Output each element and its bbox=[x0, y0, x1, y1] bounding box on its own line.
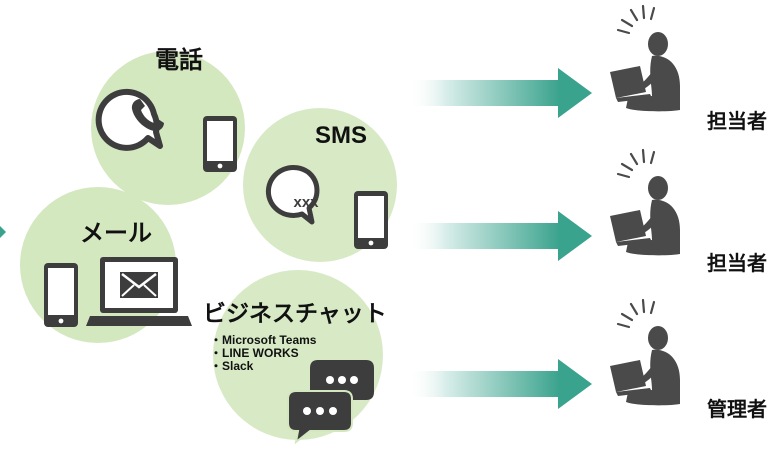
phone-smartphone-icon bbox=[203, 116, 237, 172]
phone-label: 電話 bbox=[155, 46, 203, 74]
person-3-icon bbox=[608, 298, 682, 407]
person-2-icon bbox=[608, 148, 682, 257]
sms-bubble-icon: xxx bbox=[265, 164, 320, 225]
recipient-2-label: 担当者 bbox=[707, 251, 767, 275]
chat-service-item: ・LINE WORKS bbox=[210, 346, 299, 360]
arrow-3 bbox=[408, 359, 592, 409]
left-edge-arrow bbox=[0, 226, 6, 238]
phone-handset-icon bbox=[95, 88, 164, 151]
mail-smartphone-icon bbox=[44, 263, 78, 327]
mail-laptop-icon bbox=[86, 257, 192, 326]
sms-label: SMS bbox=[315, 122, 368, 149]
person-1-icon bbox=[608, 4, 682, 113]
arrow-2 bbox=[408, 211, 592, 261]
chat-bubbles-icon bbox=[287, 360, 374, 445]
recipient-3-label: 管理者 bbox=[707, 397, 767, 421]
recipient-1-label: 担当者 bbox=[707, 109, 767, 133]
chat-service-item: ・Slack bbox=[210, 359, 254, 373]
chat-service-item: ・Microsoft Teams bbox=[210, 333, 317, 347]
mail-label: メール bbox=[80, 219, 152, 247]
arrow-1 bbox=[408, 68, 592, 118]
chat-service-list: ・Microsoft Teams ・LINE WORKS ・Slack bbox=[210, 334, 316, 373]
sms-bubble-text: xxx bbox=[293, 194, 319, 211]
chat-label: ビジネスチャット bbox=[203, 301, 387, 327]
sms-smartphone-icon bbox=[354, 191, 388, 249]
